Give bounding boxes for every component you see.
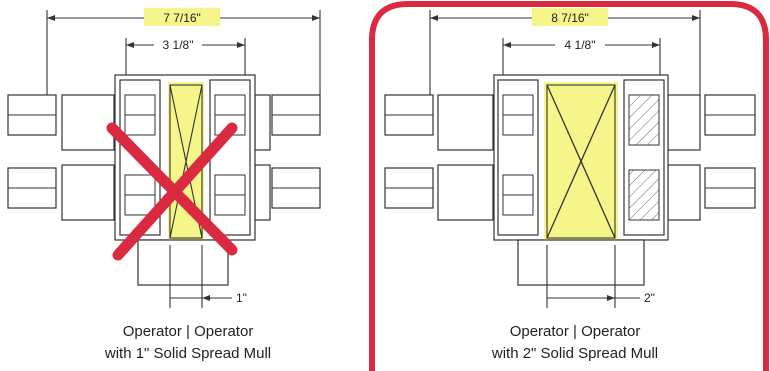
left-mull-dimension: 1"	[236, 291, 247, 305]
left-cross-out-mark	[106, 122, 238, 261]
left-caption-line1: Operator | Operator	[123, 323, 254, 340]
right-overall-dimension: 8 7/16"	[551, 11, 589, 25]
right-inner-dimension: 4 1/8"	[565, 38, 596, 52]
left-overall-dimension: 7 7/16"	[163, 11, 201, 25]
left-drawing: 7 7/16" 3 1/8"	[7, 8, 321, 308]
left-inner-dimension: 3 1/8"	[163, 38, 194, 52]
right-outer-glass	[384, 94, 756, 209]
right-caption-line2: with 2" Solid Spread Mull	[491, 345, 658, 362]
right-drawing: 8 7/16" 4 1/8"	[384, 8, 756, 308]
right-highlight-outline	[369, 1, 769, 371]
left-caption-line2: with 1" Solid Spread Mull	[104, 345, 271, 362]
right-mull-dimension: 2"	[644, 291, 655, 305]
left-outer-glass	[7, 94, 321, 209]
right-caption-line1: Operator | Operator	[510, 323, 641, 340]
